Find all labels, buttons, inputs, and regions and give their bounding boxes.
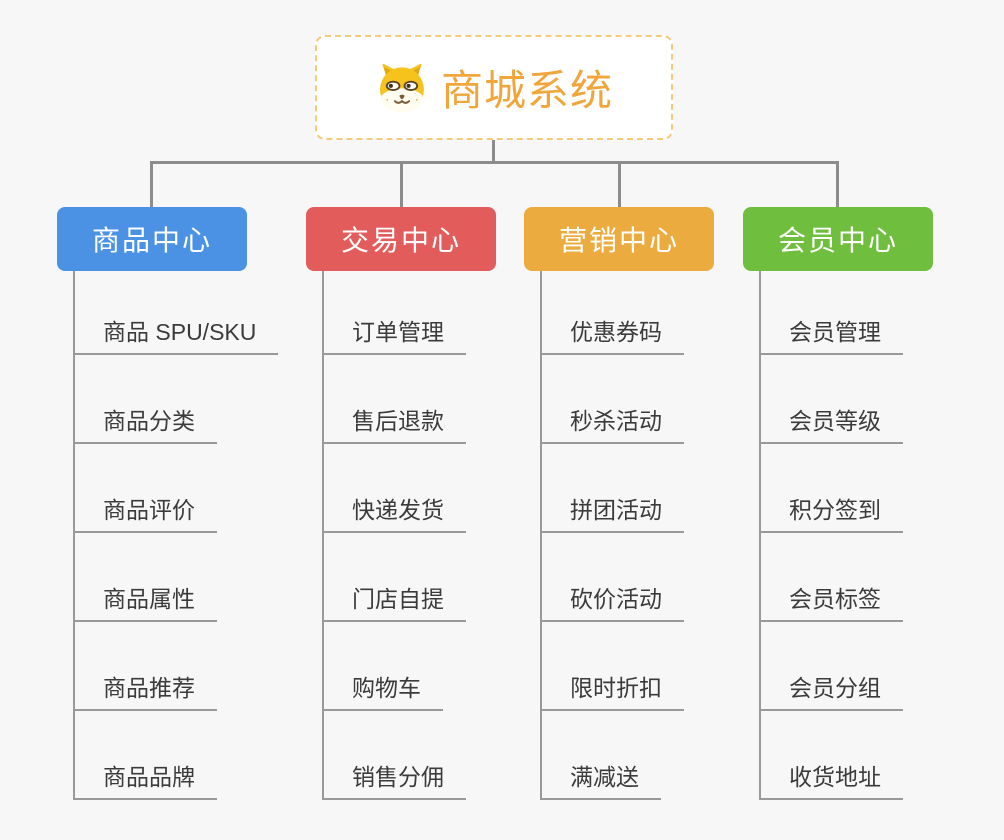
child-node[interactable]: 秒杀活动: [542, 355, 684, 444]
connector-drop-trade: [400, 161, 403, 207]
child-node[interactable]: 商品属性: [75, 533, 217, 622]
child-node[interactable]: 门店自提: [324, 533, 466, 622]
connector-rail: [150, 161, 839, 164]
branch-product-center: 商品中心 商品 SPU/SKU 商品分类 商品评价 商品属性 商品推荐 商品品牌: [57, 207, 279, 800]
branch-children-product: 商品 SPU/SKU 商品分类 商品评价 商品属性 商品推荐 商品品牌: [73, 271, 279, 800]
child-node[interactable]: 会员分组: [761, 622, 903, 711]
child-node[interactable]: 会员等级: [761, 355, 903, 444]
branch-member-center: 会员中心 会员管理 会员等级 积分签到 会员标签 会员分组 收货地址: [743, 207, 933, 800]
root-title: 商城系统: [440, 67, 613, 114]
dog-face-icon: [375, 61, 429, 115]
child-node[interactable]: 优惠券码: [542, 271, 684, 355]
child-node[interactable]: 售后退款: [324, 355, 466, 444]
branch-node-product-center[interactable]: 商品中心: [57, 207, 247, 271]
child-node[interactable]: 商品分类: [75, 355, 217, 444]
child-node[interactable]: 收货地址: [761, 711, 903, 800]
child-node[interactable]: 快递发货: [324, 444, 466, 533]
child-node[interactable]: 商品 SPU/SKU: [75, 271, 279, 355]
child-node[interactable]: 商品评价: [75, 444, 217, 533]
child-node[interactable]: 会员管理: [761, 271, 903, 355]
branch-children-member: 会员管理 会员等级 积分签到 会员标签 会员分组 收货地址: [759, 271, 903, 800]
child-node[interactable]: 销售分佣: [324, 711, 466, 800]
child-node[interactable]: 限时折扣: [542, 622, 684, 711]
child-node[interactable]: 商品推荐: [75, 622, 217, 711]
branch-trade-center: 交易中心 订单管理 售后退款 快递发货 门店自提 购物车 销售分佣: [306, 207, 496, 800]
connector-drop-product: [150, 161, 153, 207]
child-node[interactable]: 购物车: [324, 622, 443, 711]
branch-node-member-center[interactable]: 会员中心: [743, 207, 933, 271]
child-node[interactable]: 拼团活动: [542, 444, 684, 533]
branch-node-trade-center[interactable]: 交易中心: [306, 207, 496, 271]
connector-drop-marketing: [618, 161, 621, 207]
branch-children-trade: 订单管理 售后退款 快递发货 门店自提 购物车 销售分佣: [322, 271, 466, 800]
child-node[interactable]: 满减送: [542, 711, 661, 800]
child-node[interactable]: 会员标签: [761, 533, 903, 622]
root-node[interactable]: 商城系统: [315, 35, 673, 140]
child-node[interactable]: 砍价活动: [542, 533, 684, 622]
connector-drop-member: [836, 161, 839, 207]
branch-marketing-center: 营销中心 优惠券码 秒杀活动 拼团活动 砍价活动 限时折扣 满减送: [524, 207, 714, 800]
branch-children-marketing: 优惠券码 秒杀活动 拼团活动 砍价活动 限时折扣 满减送: [540, 271, 684, 800]
branch-node-marketing-center[interactable]: 营销中心: [524, 207, 714, 271]
child-node[interactable]: 积分签到: [761, 444, 903, 533]
connector-root-stem: [492, 140, 495, 164]
child-node[interactable]: 订单管理: [324, 271, 466, 355]
child-node[interactable]: 商品品牌: [75, 711, 217, 800]
